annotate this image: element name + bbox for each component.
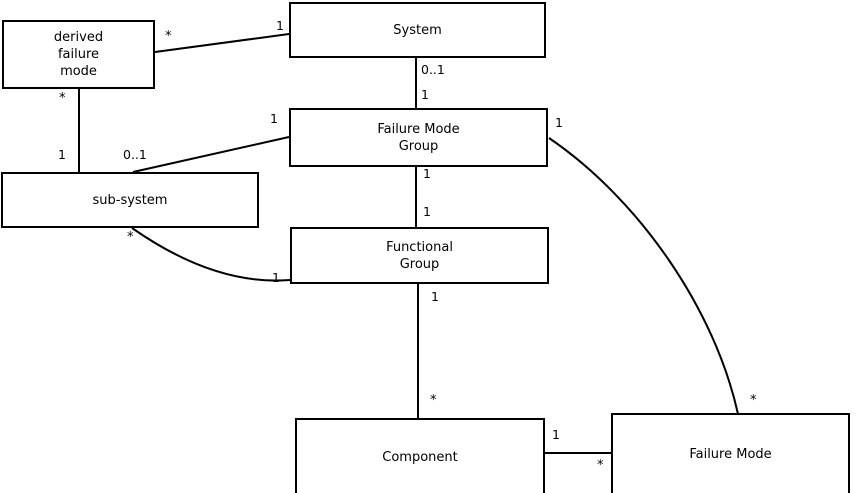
multiplicity-sub-system-functional-group-one: 1 bbox=[272, 270, 280, 285]
class-box-failure-mode-group[interactable]: Failure Mode Group bbox=[289, 108, 548, 167]
multiplicity-component-failure-mode-star: * bbox=[597, 458, 604, 473]
multiplicity-failure-mode-group-right: 1 bbox=[555, 115, 563, 130]
edge-sub-system-failure-mode-group bbox=[132, 136, 290, 173]
edge-failure-mode-group-failure-mode bbox=[548, 137, 739, 415]
multiplicity-system-left: 1 bbox=[276, 18, 284, 33]
multiplicity-derived-failure-mode-sub-system-lower: 1 bbox=[58, 147, 66, 162]
class-name-failure-mode-group: Failure Mode Group bbox=[377, 121, 460, 154]
multiplicity-sub-system-failure-mode-group: 0..1 bbox=[123, 147, 147, 162]
class-box-functional-group[interactable]: Functional Group bbox=[290, 227, 549, 284]
multiplicity-sub-system-functional-group-star: * bbox=[127, 230, 134, 245]
multiplicity-component-failure-mode-one: 1 bbox=[552, 427, 560, 442]
multiplicity-system-failure-mode-group-upper: 0..1 bbox=[421, 62, 445, 77]
multiplicity-failure-mode-group-left: 1 bbox=[270, 111, 278, 126]
multiplicity-system-failure-mode-group-lower: 1 bbox=[421, 87, 429, 102]
class-name-derived-failure-mode: derived failure mode bbox=[53, 30, 104, 79]
edge-sub-system-functional-group bbox=[131, 227, 291, 282]
class-name-system: System bbox=[393, 22, 442, 38]
class-name-component: Component bbox=[382, 449, 458, 465]
class-box-failure-mode[interactable]: Failure Mode bbox=[611, 413, 850, 493]
class-box-sub-system[interactable]: sub-system bbox=[1, 172, 259, 228]
edge-derived-failure-mode-system bbox=[154, 33, 290, 53]
class-box-component[interactable]: Component bbox=[295, 418, 545, 493]
class-box-derived-failure-mode[interactable]: derived failure mode bbox=[2, 20, 155, 89]
class-name-failure-mode: Failure Mode bbox=[689, 447, 772, 462]
multiplicity-functional-group-component-star: * bbox=[430, 393, 437, 408]
multiplicity-failure-mode-group-functional-group-upper: 1 bbox=[423, 166, 431, 181]
multiplicity-failure-mode-group-functional-group-lower: 1 bbox=[423, 204, 431, 219]
class-box-system[interactable]: System bbox=[289, 2, 546, 58]
class-name-sub-system: sub-system bbox=[92, 192, 168, 208]
multiplicity-derived-failure-mode-sub-system-upper: * bbox=[59, 91, 66, 106]
multiplicity-failure-mode-group-failure-mode-star: * bbox=[750, 393, 757, 408]
multiplicity-derived-failure-mode-system: * bbox=[165, 29, 172, 44]
multiplicity-functional-group-component-one: 1 bbox=[431, 289, 439, 304]
class-name-functional-group: Functional Group bbox=[386, 239, 453, 272]
